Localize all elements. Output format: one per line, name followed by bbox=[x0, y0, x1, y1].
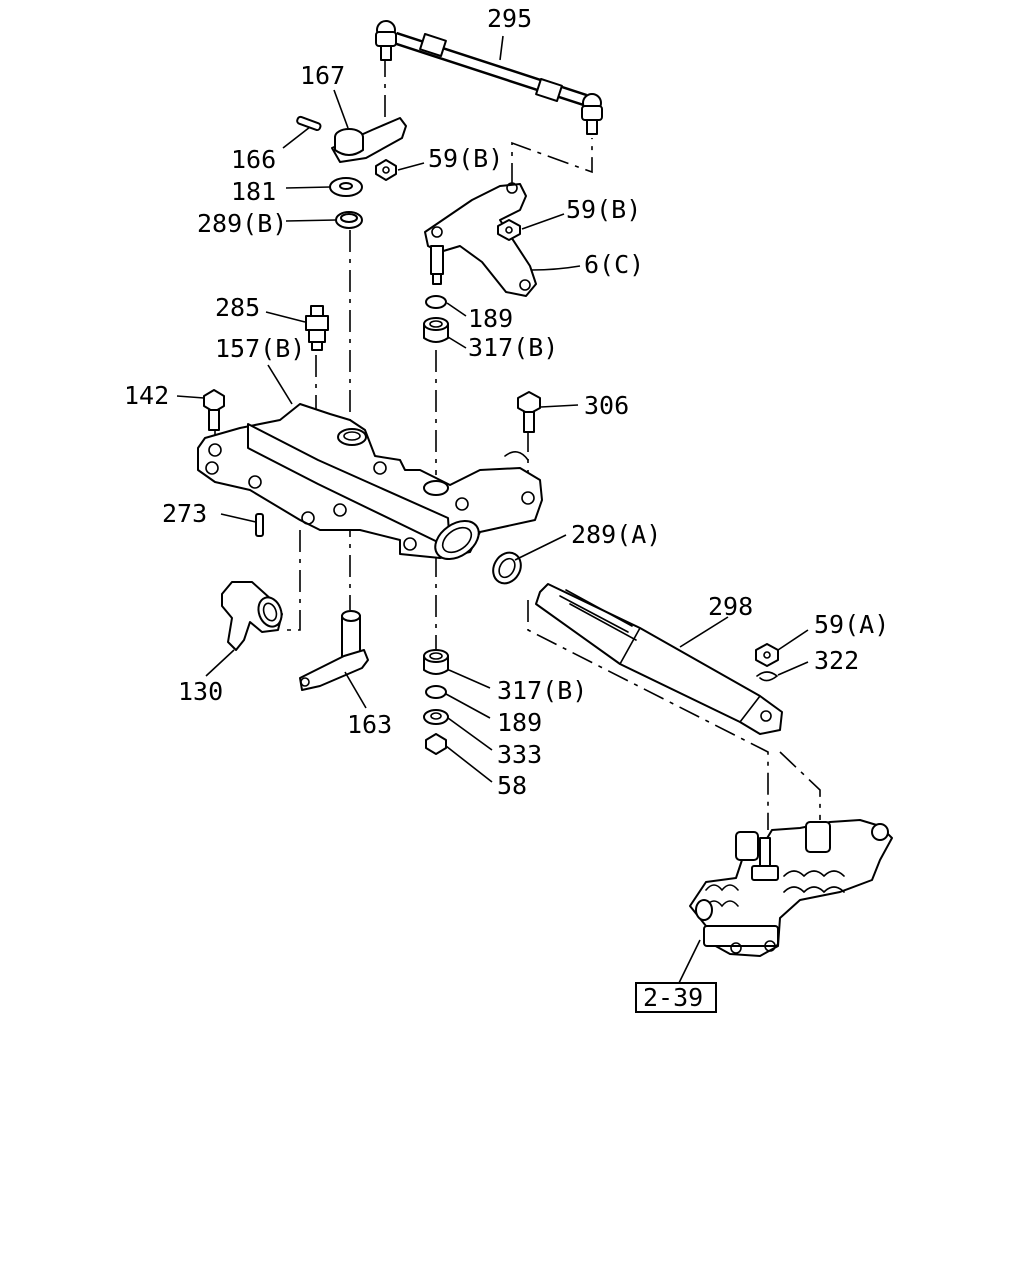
reference-box[interactable]: 2-39 bbox=[635, 982, 717, 1013]
label-306: 306 bbox=[584, 391, 629, 420]
o-ring-189-lower bbox=[425, 685, 447, 699]
label-285: 285 bbox=[215, 293, 260, 322]
label-157b: 157(B) bbox=[215, 334, 305, 363]
label-58: 58 bbox=[497, 771, 527, 800]
leader-lines bbox=[176, 35, 809, 986]
sub-assembly-2-39 bbox=[689, 819, 893, 957]
callout-labels: 295 167 166 59(B) 181 289(B) 59(B) 6(C) … bbox=[124, 4, 889, 800]
nut-59b-upper-left bbox=[375, 159, 397, 181]
label-189-upper: 189 bbox=[468, 304, 513, 333]
washer-322 bbox=[756, 671, 779, 682]
label-322: 322 bbox=[814, 646, 859, 675]
label-289a: 289(A) bbox=[571, 520, 661, 549]
label-163: 163 bbox=[347, 710, 392, 739]
seal-289a bbox=[492, 551, 522, 585]
center-lines bbox=[214, 55, 821, 830]
linkage-rod-295 bbox=[375, 20, 603, 135]
arm-6c bbox=[424, 182, 537, 297]
pin-166 bbox=[296, 115, 322, 132]
bushing-317b-upper bbox=[423, 317, 449, 343]
label-317b-upper: 317(B) bbox=[468, 333, 558, 362]
washer-181 bbox=[329, 177, 363, 197]
label-142: 142 bbox=[124, 381, 169, 410]
switch-285 bbox=[305, 305, 329, 351]
lever-130 bbox=[221, 581, 283, 651]
o-ring-189-upper bbox=[425, 295, 447, 309]
label-59b-right: 59(B) bbox=[566, 195, 641, 224]
label-130: 130 bbox=[178, 677, 223, 706]
nut-59a bbox=[755, 643, 779, 667]
bushing-317b-lower bbox=[423, 649, 449, 675]
label-181: 181 bbox=[231, 177, 276, 206]
label-333: 333 bbox=[497, 740, 542, 769]
label-273: 273 bbox=[162, 499, 207, 528]
arm-163 bbox=[299, 610, 369, 691]
label-289b: 289(B) bbox=[197, 209, 287, 238]
reference-label: 2-39 bbox=[643, 983, 703, 1012]
label-167: 167 bbox=[300, 61, 345, 90]
seal-289b bbox=[335, 211, 363, 229]
bracket-157b bbox=[197, 403, 543, 561]
bolt-142 bbox=[203, 389, 225, 431]
pin-273 bbox=[255, 513, 264, 537]
nut-58 bbox=[425, 733, 447, 755]
label-317b-lower: 317(B) bbox=[497, 676, 587, 705]
label-6c: 6(C) bbox=[584, 250, 644, 279]
label-298: 298 bbox=[708, 592, 753, 621]
lever-167 bbox=[331, 117, 407, 163]
shaft-298 bbox=[535, 583, 783, 735]
label-59a: 59(A) bbox=[814, 610, 889, 639]
label-189-lower: 189 bbox=[497, 708, 542, 737]
bolt-306 bbox=[517, 391, 541, 433]
label-166: 166 bbox=[231, 145, 276, 174]
nut-59b-right bbox=[497, 219, 521, 241]
label-295: 295 bbox=[487, 4, 532, 33]
label-59b-upper: 59(B) bbox=[428, 144, 503, 173]
washer-333 bbox=[423, 709, 449, 725]
